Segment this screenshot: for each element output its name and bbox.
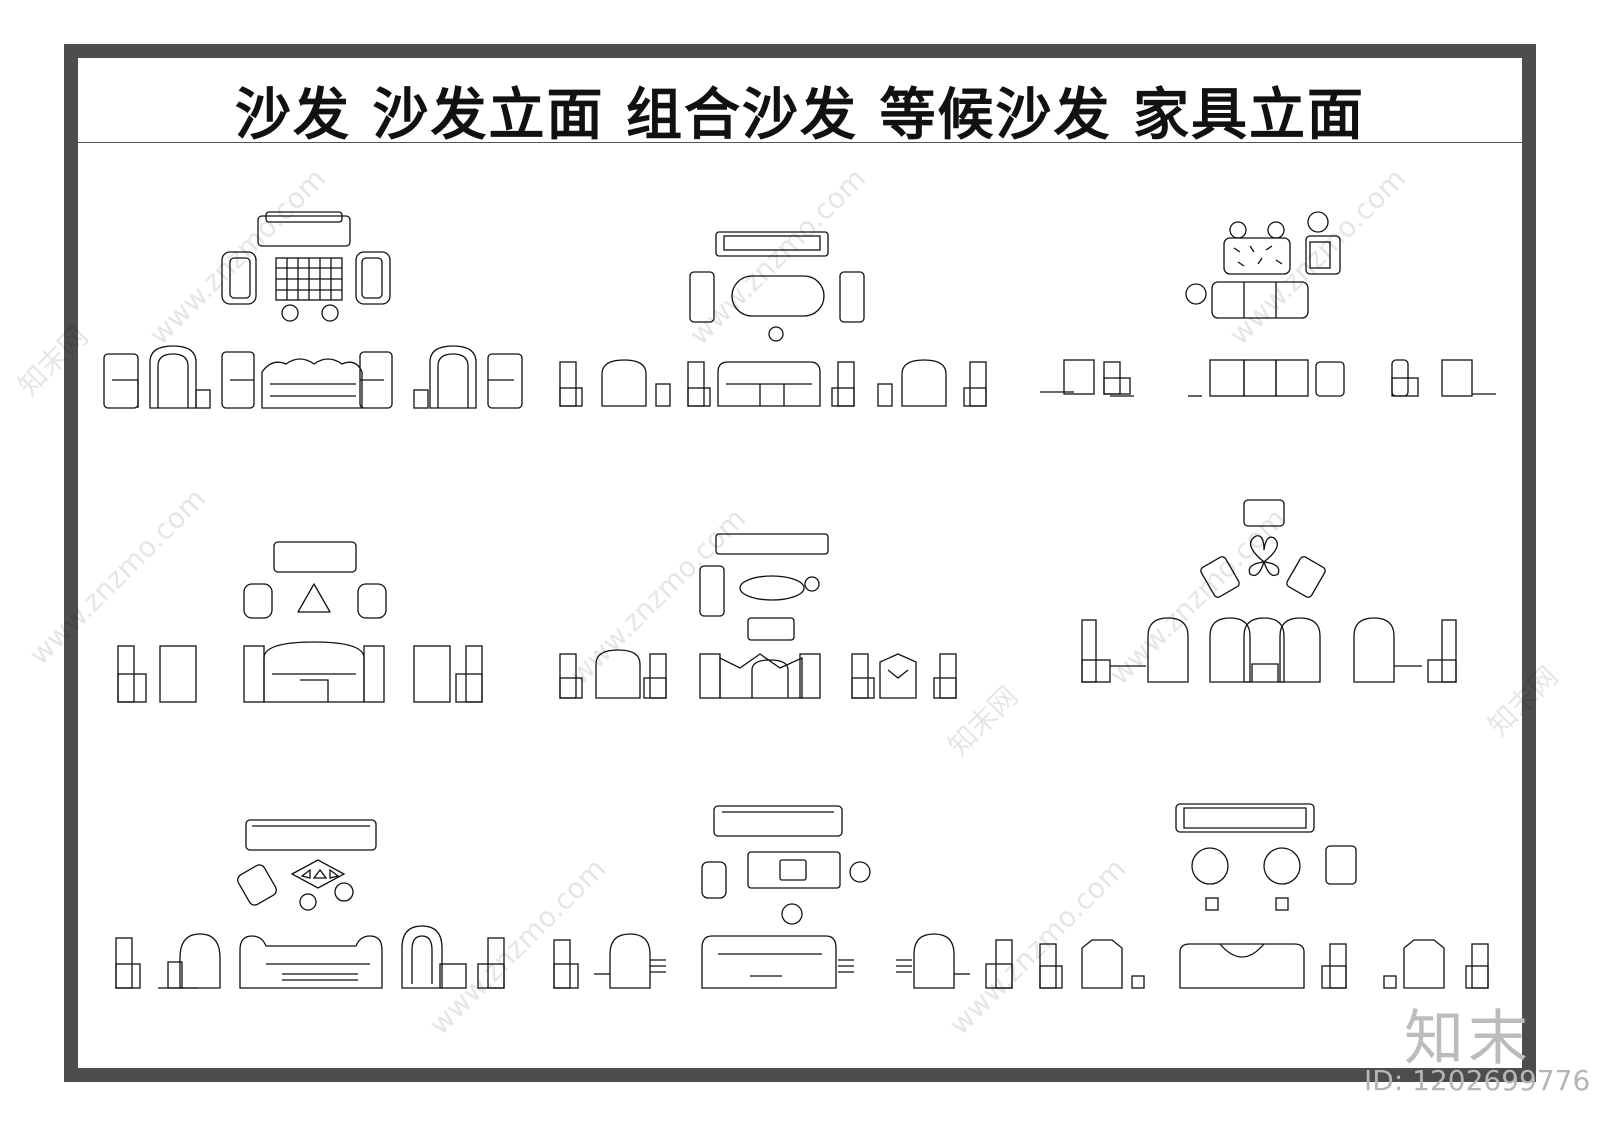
page-title: 沙发 沙发立面 组合沙发 等候沙发 家具立面 [235,83,1365,148]
sofa-group-3-elevation [1040,359,1496,397]
sofa-group-3-plan [1185,211,1341,319]
sofa-group-8-plan [701,805,871,925]
sofa-group-7-plan [237,819,377,911]
sofa-group-2-elevation [559,359,987,407]
sofa-group-6-plan [1200,499,1326,598]
sofa-group-4-elevation [117,641,483,703]
sofa-group-5-plan [699,533,829,641]
sofa-group-7-elevation [115,925,505,989]
sofa-group-6-elevation [1081,617,1457,683]
sofa-group-4-plan [243,541,387,619]
sofa-group-1-elevation [103,345,523,409]
sofa-group-9-plan [1175,803,1357,911]
sofa-group-8-elevation [553,933,1013,989]
sofa-group-1-plan [221,211,391,322]
sofa-group-9-elevation [1039,939,1489,989]
image-id-label: ID: 1202699776 [1364,1064,1591,1097]
brand-logo: 知末 [1404,1004,1532,1074]
sofa-group-2-plan [689,231,865,342]
title-bar: 沙发 沙发立面 组合沙发 等候沙发 家具立面 [78,58,1522,148]
sofa-group-5-elevation [559,649,957,699]
drawing-sheet [78,58,1522,1068]
